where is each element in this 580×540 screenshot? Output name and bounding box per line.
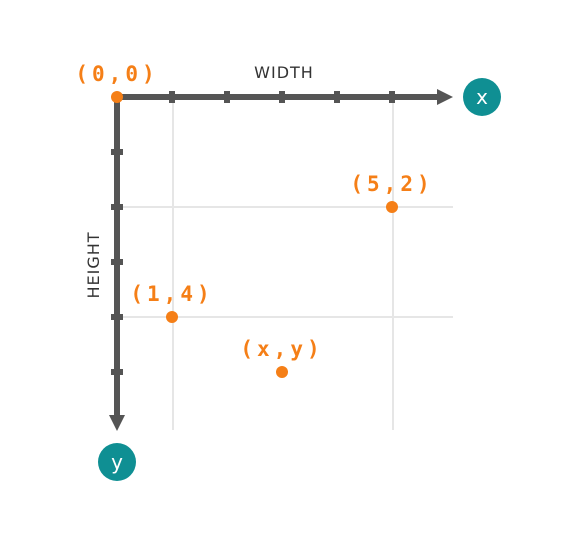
x-axis [117,89,453,105]
y-axis-tick-1 [111,149,123,155]
x-axis-tick-3 [279,91,285,103]
x-axis-arrowhead [437,89,453,105]
x-badge-label: x [476,85,488,109]
point-label-0: (0,0) [75,62,158,86]
y-axis-badge: y [98,443,136,481]
point-marker-1 [386,201,398,213]
x-axis-tick-4 [334,91,340,103]
y-axis-tick-3 [111,259,123,265]
x-axis-tick-1 [169,91,175,103]
point-marker-0 [111,91,123,103]
x-axis-tick-2 [224,91,230,103]
point-marker-2 [166,311,178,323]
point-label-3: (x,y) [240,337,323,361]
y-axis-title: HEIGHT [84,231,103,298]
x-axis-title: WIDTH [254,63,314,82]
y-badge-circle [98,443,136,481]
point-label-2: (1,4) [130,282,213,306]
x-badge-circle [463,78,501,116]
plotted-points: (0,0) (5,2) (1,4) (x,y) [75,62,433,378]
y-axis [109,97,125,431]
x-axis-ticks [169,91,395,103]
point-label-1: (5,2) [350,172,433,196]
y-badge-label: y [111,450,123,474]
point-marker-3 [276,366,288,378]
x-axis-badge: x [463,78,501,116]
y-axis-tick-2 [111,204,123,210]
grid-lines [117,97,453,430]
y-axis-tick-5 [111,369,123,375]
y-axis-tick-4 [111,314,123,320]
y-axis-ticks [111,149,123,375]
x-axis-tick-5 [389,91,395,103]
y-axis-arrowhead [109,415,125,431]
